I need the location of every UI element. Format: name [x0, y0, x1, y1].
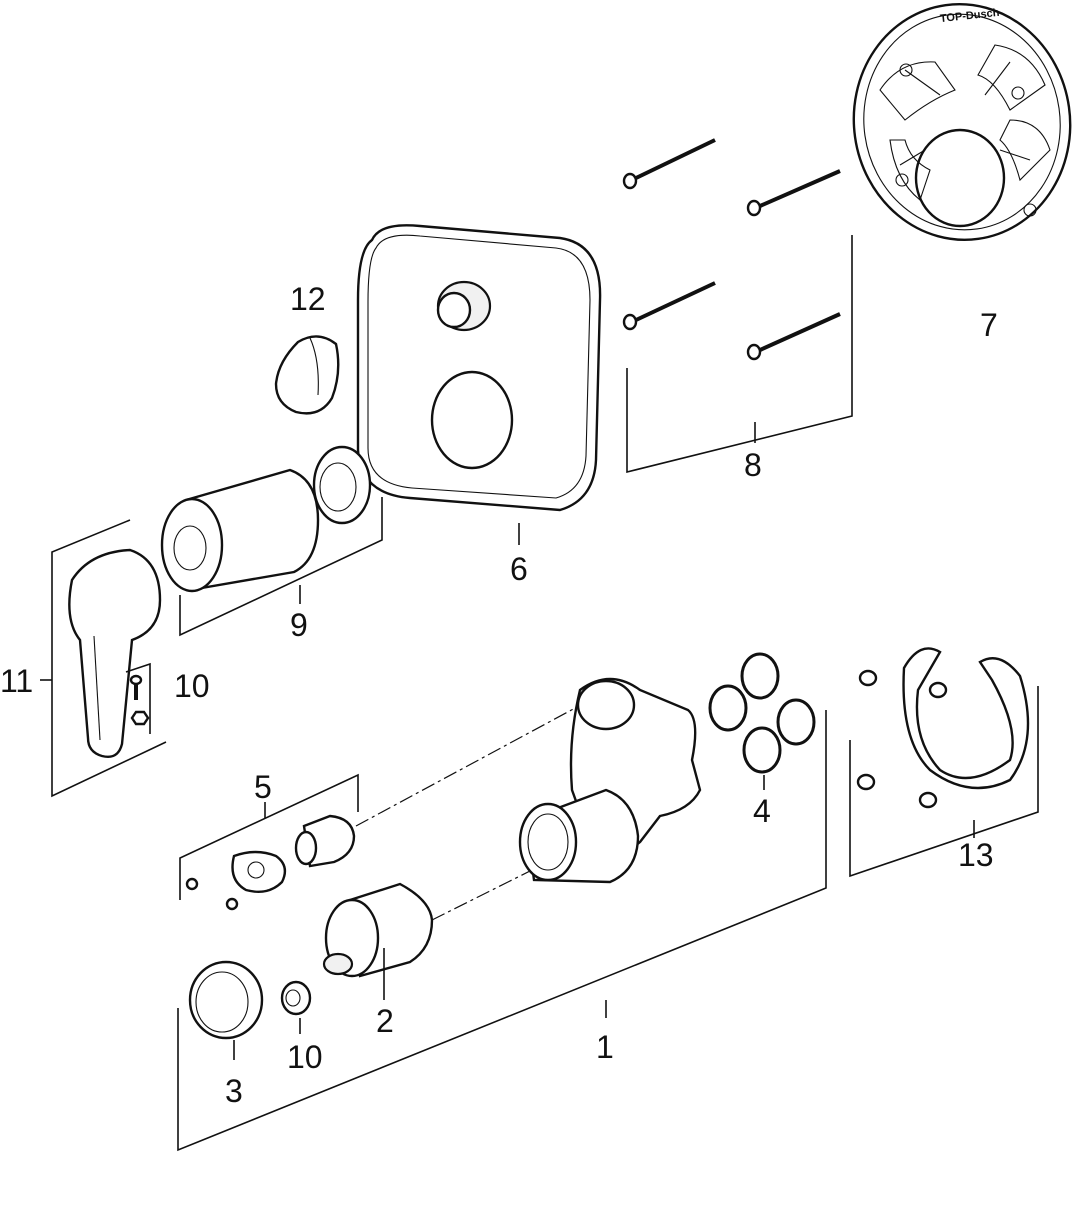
- callout-4: 4: [753, 793, 771, 829]
- callout-12: 12: [290, 281, 326, 317]
- part-9-sleeve: [160, 445, 383, 637]
- part-8-screws: [622, 138, 853, 474]
- screw-3: [622, 281, 716, 331]
- callout-10-upper: 10: [174, 668, 210, 704]
- part-4-o-rings: [708, 652, 816, 790]
- callout-1: 1: [596, 1029, 614, 1065]
- screw-1: [622, 138, 716, 190]
- callout-2: 2: [376, 1003, 394, 1039]
- callout-3: 3: [225, 1073, 243, 1109]
- callout-13: 13: [958, 837, 994, 873]
- part-2-cartridge: [322, 865, 541, 1000]
- part-1-valve-body: [177, 677, 827, 1152]
- part-12-knob: [274, 335, 340, 415]
- callout-7: 7: [980, 307, 998, 343]
- callout-labels: 1 2 3 4 5 6 7 8 9 10 10 11 12 13: [0, 281, 998, 1109]
- part-7-mounting-ring: TOP-Dusch: [852, 2, 1072, 242]
- callout-6: 6: [510, 551, 528, 587]
- part-3-ring: [188, 960, 264, 1060]
- screw-2: [746, 169, 841, 217]
- callout-10-lower: 10: [287, 1039, 323, 1075]
- part-11-lever: [40, 519, 167, 798]
- part-10-bushing: [280, 980, 312, 1034]
- callout-11: 11: [0, 663, 33, 699]
- part-5-diverter-set: [179, 699, 591, 911]
- callout-9: 9: [290, 607, 308, 643]
- part-6-cover-plate: [356, 224, 602, 545]
- callout-5: 5: [254, 769, 272, 805]
- callout-8: 8: [744, 447, 762, 483]
- part-13-bracket: [849, 647, 1039, 878]
- part-10-small-screw: [125, 662, 151, 734]
- screw-4: [746, 312, 841, 361]
